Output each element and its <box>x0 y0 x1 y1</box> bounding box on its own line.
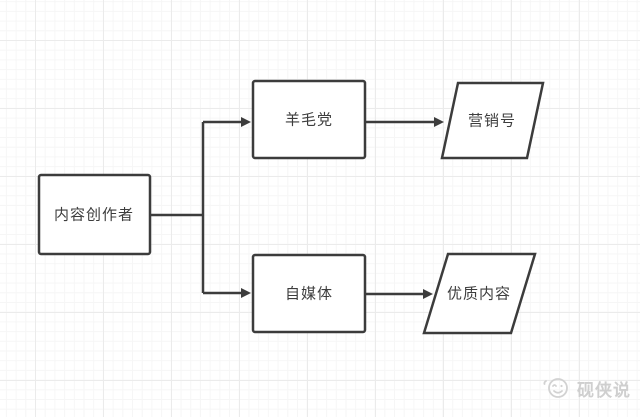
smiley-face-icon <box>543 378 568 398</box>
node-label-self-media: 自媒体 <box>285 286 333 303</box>
node-self-media: 自媒体 <box>251 253 367 334</box>
node-label-freeloader-group: 羊毛党 <box>285 112 333 129</box>
node-freeloader-group: 羊毛党 <box>251 79 367 160</box>
watermark: 砚侠说 <box>543 378 631 400</box>
node-label-marketing-account: 营销号 <box>468 113 516 130</box>
edge-creator-trunk <box>150 122 205 293</box>
watermark-text: 砚侠说 <box>577 380 631 400</box>
node-quality-content: 优质内容 <box>422 252 537 335</box>
node-marketing-account: 营销号 <box>440 81 545 160</box>
node-label-content-creator: 内容创作者 <box>54 207 134 224</box>
node-content-creator: 内容创作者 <box>37 173 152 256</box>
node-label-quality-content: 优质内容 <box>447 286 511 303</box>
